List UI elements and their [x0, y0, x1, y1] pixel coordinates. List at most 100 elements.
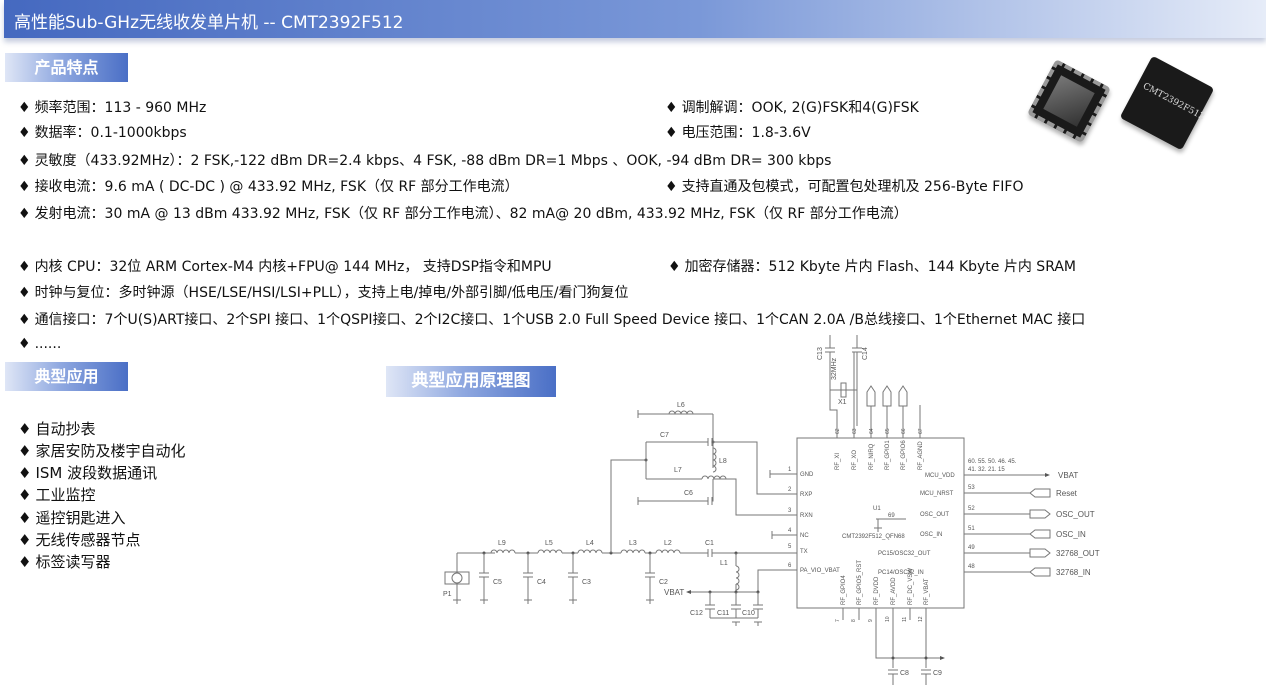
schematic-label: L2 [664, 540, 672, 547]
pin-number: 6 [788, 563, 792, 569]
mcu-feature-item: ♦时钟与复位：多时钟源（HSE/LSE/HSI/LSI+PLL），支持上电/掉电… [18, 282, 629, 302]
pin-name: RF_VBAT [924, 578, 930, 605]
pin-number: 66 [901, 428, 907, 434]
pin-name: RF_GPIO1 [885, 440, 891, 470]
capacitor-symbol [825, 347, 835, 353]
feature-text: 发射电流：30 mA @ 13 dBm 433.92 MHz, FSK（仅 RF… [34, 206, 908, 222]
inductor-symbol [577, 549, 603, 554]
schematic-label: C7 [660, 432, 669, 439]
wire [875, 620, 940, 659]
feature-text: ...... [34, 336, 62, 352]
net-flag-icon [1029, 567, 1051, 577]
ground-icon [646, 599, 654, 604]
bullet-icon: ♦ [18, 531, 32, 549]
bullet-icon: ♦ [18, 442, 32, 460]
bullet-icon: ♦ [665, 125, 678, 141]
schematic-label: C1 [705, 540, 714, 547]
bullet-icon: ♦ [18, 336, 31, 352]
bullet-icon: ♦ [18, 100, 31, 116]
capacitor-symbol [707, 549, 713, 557]
application-item: ♦ISM 波段数据通讯 [18, 462, 157, 483]
feature-text: 家居安防及楼宇自动化 [35, 442, 186, 460]
ground-icon [569, 599, 577, 604]
inductor-symbol [655, 549, 681, 554]
feature-item: ♦数据率：0.1-1000kbps [18, 122, 187, 142]
pin-name: PA_VIO_VBAT [800, 568, 840, 574]
pin-number: 3 [788, 508, 792, 514]
schematic-label: L1 [720, 560, 728, 567]
schematic-label: C4 [537, 579, 546, 586]
inductor-symbol [490, 549, 516, 554]
bullet-icon: ♦ [18, 206, 31, 222]
capacitor-symbol [707, 438, 713, 446]
bullet-icon: ♦ [18, 509, 32, 527]
feature-text: 工业监控 [35, 486, 96, 504]
schematic-label: C8 [900, 670, 909, 677]
net-label: 32768_IN [1056, 568, 1091, 577]
ground-icon [732, 621, 740, 626]
pin-number: 10 [885, 616, 891, 622]
section-applications-heading: 典型应用 [5, 362, 128, 391]
inductor-symbol [537, 549, 563, 554]
application-item: ♦家居安防及楼宇自动化 [18, 440, 185, 461]
section-features-heading: 产品特点 [5, 53, 128, 82]
feature-text: ISM 波段数据通讯 [35, 464, 158, 482]
antenna-connector [444, 571, 470, 585]
feature-text: 数据率：0.1-1000kbps [34, 125, 187, 141]
feature-text: 支持直通及包模式，可配置包处理机及 256-Byte FIFO [681, 179, 1024, 195]
application-item: ♦无线传感器节点 [18, 529, 140, 550]
port-flag-icon [898, 385, 908, 407]
pin-name: RF_AGND [918, 441, 924, 470]
pin-number: 8 [851, 619, 857, 622]
bullet-icon: ♦ [18, 553, 32, 571]
pin-name: RF_XI [835, 453, 841, 470]
pin-number: 64 [869, 428, 875, 434]
feature-item: ♦调制解调：OOK, 2(G)FSK和4(G)FSK [665, 97, 919, 117]
mcu-feature-item: ♦加密存储器：512 Kbyte 片内 Flash、144 Kbyte 片内 S… [668, 256, 1076, 276]
pin-number: 5 [788, 544, 792, 550]
capacitor-symbol [568, 572, 578, 578]
pin-name: RXP [800, 492, 812, 498]
schematic-label: L5 [545, 540, 553, 547]
port-flag-icon [866, 385, 876, 407]
bullet-icon: ♦ [18, 486, 32, 504]
pin-number: 2 [788, 487, 792, 493]
mcu-feature-item: ♦内核 CPU：32位 ARM Cortex-M4 内核+FPU@ 144 MH… [18, 256, 552, 276]
feature-text: 标签读写器 [35, 553, 111, 571]
net-flag-icon [1029, 548, 1051, 558]
pin-number: 63 [852, 428, 858, 434]
capacitor-symbol [921, 669, 931, 675]
bullet-icon: ♦ [18, 285, 31, 301]
feature-text: 无线传感器节点 [35, 531, 141, 549]
mcu-feature-item: ♦通信接口：7个U(S)ART接口、2个SPI 接口、1个QSPI接口、2个I2… [18, 309, 1085, 329]
pin-name: MCU_VDD [925, 473, 955, 479]
inductor-symbol [712, 447, 717, 473]
pin-number: 60. 55. 50. 46. 45. [968, 459, 1017, 465]
pin-number: 53 [968, 485, 975, 491]
title-bar: 高性能Sub-GHz无线收发单片机 -- CMT2392F512 [4, 0, 1266, 38]
net-flag-icon [1029, 488, 1051, 498]
net-flag-icon [1029, 509, 1051, 519]
feature-item: ♦接收电流：9.6 mA ( DC-DC ) @ 433.92 MHz, FSK… [18, 176, 519, 196]
schematic-label: C2 [659, 579, 668, 586]
bullet-icon: ♦ [665, 100, 678, 116]
pin-name: OSC_IN [920, 532, 942, 538]
ground-icon [524, 599, 532, 604]
wire [757, 569, 797, 592]
application-item: ♦遥控钥匙进入 [18, 507, 125, 528]
net-label: OSC_IN [1056, 530, 1086, 539]
feature-text: 灵敏度（433.92MHz）：2 FSK,-122 dBm DR=2.4 kbp… [34, 153, 832, 169]
pin-name: RXN [800, 513, 813, 519]
net-label: OSC_OUT [1056, 510, 1095, 519]
bullet-icon: ♦ [18, 312, 31, 328]
schematic-label: C5 [493, 579, 502, 586]
feature-text: 时钟与复位：多时钟源（HSE/LSE/HSI/LSI+PLL），支持上电/掉电/… [34, 285, 629, 301]
bullet-icon: ♦ [668, 259, 681, 275]
feature-text: 接收电流：9.6 mA ( DC-DC ) @ 433.92 MHz, FSK（… [34, 179, 519, 195]
schematic-label: VBAT [664, 588, 684, 597]
arrow-icon [686, 590, 691, 594]
schematic-label: P1 [443, 591, 452, 598]
ground-icon [453, 599, 461, 604]
capacitor-symbol [523, 572, 533, 578]
